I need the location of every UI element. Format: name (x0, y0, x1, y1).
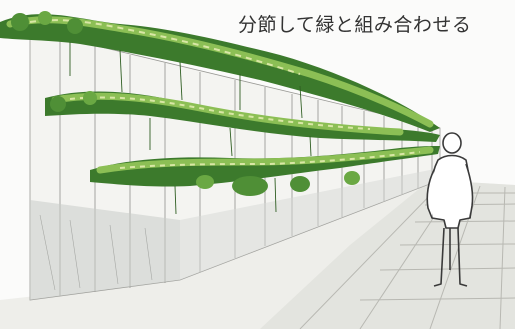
foliage-band-bottom (90, 146, 440, 196)
hanging-stems (69, 42, 312, 215)
foliage-band-top (0, 11, 440, 133)
foliage-band-middle (45, 91, 440, 142)
standing-person-icon (426, 132, 474, 287)
caption-text: 分節して緑と組み合わせる (238, 14, 472, 36)
